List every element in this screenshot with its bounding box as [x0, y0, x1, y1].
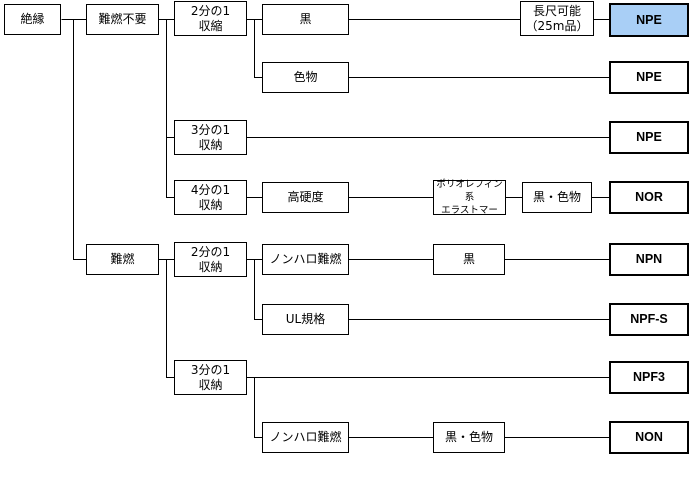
product-code-npe-long: NPE: [609, 3, 689, 37]
node-label: 色物: [293, 70, 318, 84]
node-label: 4分の1 収納: [190, 182, 231, 212]
node-label: 2分の1 収納: [190, 244, 231, 274]
node-black-and-colored-2: 黒・色物: [433, 422, 505, 453]
code-label: NPE: [636, 70, 662, 84]
node-black-2: 黒: [433, 244, 505, 275]
node-quarter-shrink: 4分の1 収納: [174, 180, 247, 215]
code-label: NPF-S: [630, 312, 668, 326]
product-code-npf-s: NPF-S: [609, 303, 689, 336]
node-label: 3分の1 収納: [190, 122, 231, 152]
root-node-insulation: 絶縁: [4, 4, 61, 35]
node-flame-retardant-not-required: 難燃不要: [86, 4, 159, 35]
node-label: 絶縁: [20, 12, 45, 26]
code-label: NPE: [636, 12, 662, 27]
node-label: 3分の1 収納: [190, 362, 231, 392]
node-half-shrink-flame: 2分の1 収納: [174, 242, 247, 277]
node-label: ノンハロ難燃: [269, 252, 342, 266]
product-code-npe-third: NPE: [609, 121, 689, 154]
node-half-shrink: 2分の1 収縮: [174, 1, 247, 36]
code-label: NON: [635, 430, 663, 444]
node-long-length-available: 長尺可能 （25m品）: [520, 1, 594, 36]
node-label: 長尺可能 （25m品）: [525, 3, 589, 33]
node-label: 難燃不要: [98, 12, 147, 26]
node-high-hardness: 高硬度: [262, 182, 349, 213]
node-ul-standard: UL規格: [262, 304, 349, 335]
node-label: 黒: [299, 12, 312, 26]
node-label: 黒・色物: [444, 430, 493, 444]
code-label: NPE: [636, 130, 662, 144]
product-code-nor: NOR: [609, 181, 689, 214]
node-label: 難燃: [110, 252, 135, 266]
node-polyolefin-elastomer: ポリオレフィン系 エラストマー: [433, 179, 506, 216]
product-code-non: NON: [609, 421, 689, 454]
node-label: ポリオレフィン系 エラストマー: [436, 179, 503, 216]
code-label: NPN: [635, 252, 663, 266]
node-black-and-colored: 黒・色物: [522, 182, 592, 213]
product-code-npn: NPN: [609, 243, 689, 276]
node-label: 高硬度: [287, 190, 324, 204]
node-label: 黒: [462, 252, 475, 266]
node-third-shrink-flame: 3分の1 収納: [174, 360, 247, 395]
node-black: 黒: [262, 4, 349, 35]
node-label: 黒・色物: [532, 190, 581, 204]
product-code-npe-colored: NPE: [609, 61, 689, 94]
node-non-halogen-flame-retardant: ノンハロ難燃: [262, 244, 349, 275]
node-colored: 色物: [262, 62, 349, 93]
code-label: NOR: [635, 190, 663, 204]
node-label: UL規格: [285, 312, 326, 326]
product-code-npf3: NPF3: [609, 361, 689, 394]
code-label: NPF3: [633, 370, 665, 384]
node-label: 2分の1 収縮: [190, 3, 231, 33]
node-flame-retardant: 難燃: [86, 244, 159, 275]
node-third-shrink: 3分の1 収納: [174, 120, 247, 155]
node-label: ノンハロ難燃: [269, 430, 342, 444]
node-non-halogen-flame-retardant-2: ノンハロ難燃: [262, 422, 349, 453]
